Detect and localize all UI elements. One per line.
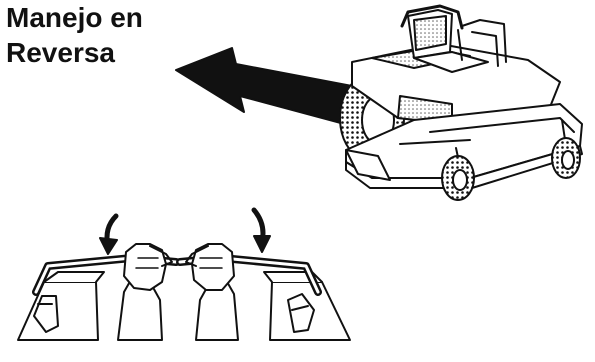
pull-back-arrow-right-icon [254,210,270,252]
hands-pulling-levers-icon [18,244,350,340]
reverse-arrow-icon [176,48,352,126]
pull-back-arrow-left-icon [100,216,117,254]
zero-turn-mower-icon [340,6,582,200]
